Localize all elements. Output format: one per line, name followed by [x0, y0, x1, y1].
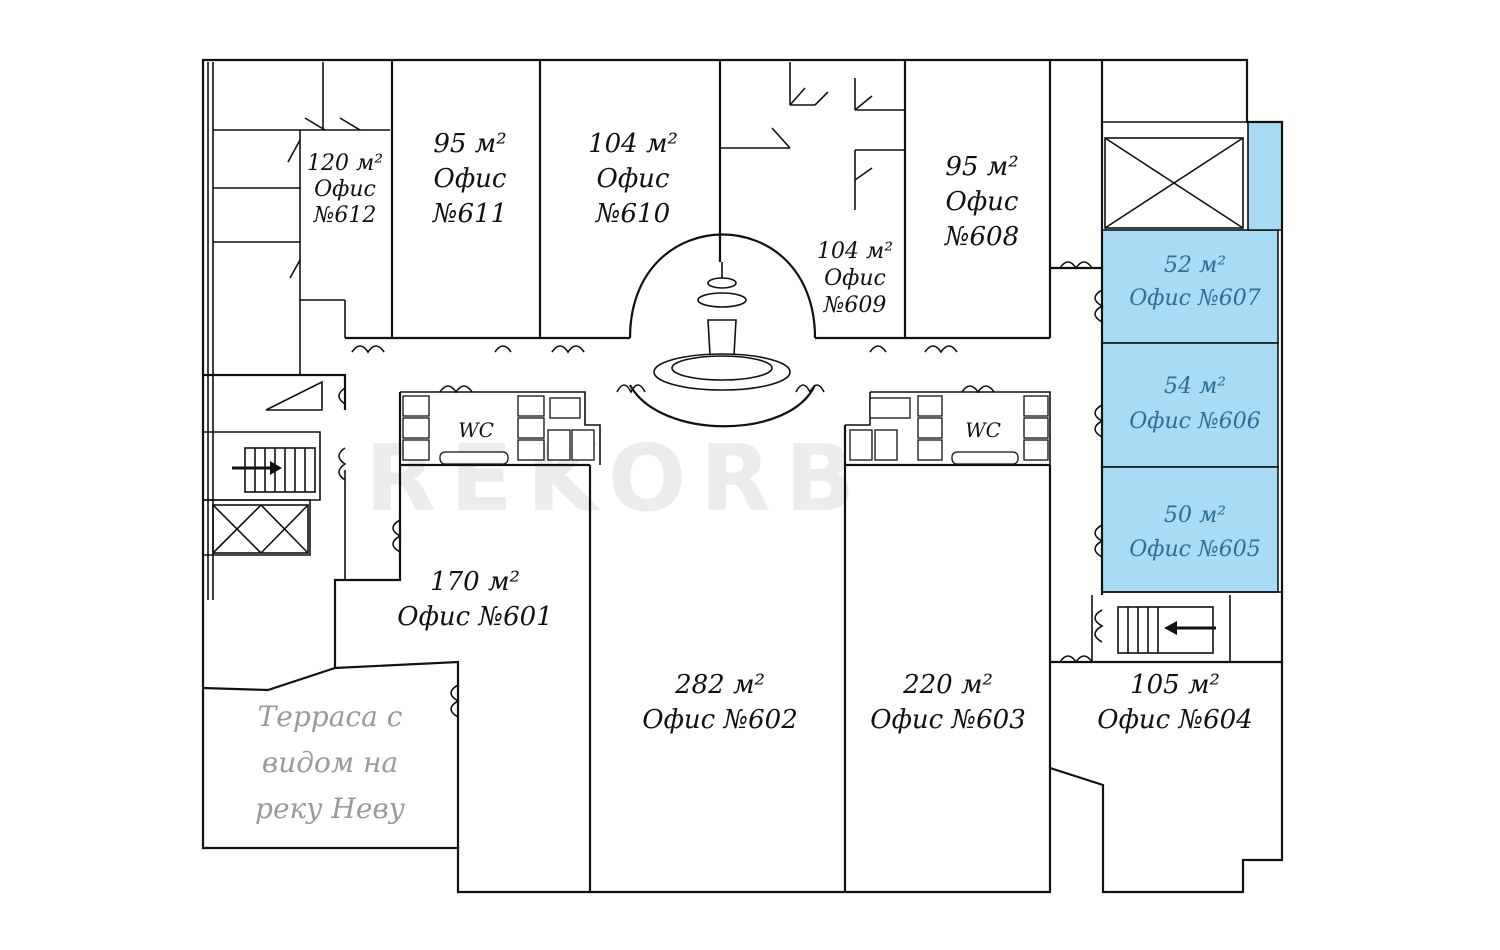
svg-text:№611: №611 — [432, 199, 507, 229]
svg-text:95 м²: 95 м² — [945, 152, 1018, 182]
svg-text:Офис №602: Офис №602 — [642, 705, 797, 735]
stairs-left-icon — [232, 380, 323, 493]
svg-text:52 м²: 52 м² — [1164, 253, 1226, 278]
office-607-area[interactable] — [1101, 229, 1279, 344]
office-612-label[interactable]: 120 м² Офис №612 — [307, 151, 383, 228]
svg-text:Офис №603: Офис №603 — [870, 705, 1025, 735]
svg-text:Офис №605: Офис №605 — [1129, 537, 1261, 562]
svg-text:Офис №607: Офис №607 — [1129, 286, 1261, 311]
svg-text:120 м²: 120 м² — [307, 151, 383, 176]
office-608-label[interactable]: 95 м² Офис №608 — [944, 152, 1019, 252]
office-607-label[interactable]: 52 м² Офис №607 — [1129, 253, 1261, 311]
office-607-extension — [1247, 121, 1283, 231]
svg-text:№609: №609 — [823, 293, 887, 318]
svg-text:104 м²: 104 м² — [817, 239, 893, 264]
svg-text:104 м²: 104 м² — [588, 129, 678, 159]
svg-text:170 м²: 170 м² — [430, 567, 520, 597]
door-icons — [287, 87, 1104, 718]
office-606-label[interactable]: 54 м² Офис №606 — [1129, 374, 1261, 434]
office-603-label[interactable]: 220 м² Офис №603 — [870, 670, 1025, 735]
svg-text:Офис №606: Офис №606 — [1129, 409, 1261, 434]
svg-text:54 м²: 54 м² — [1164, 374, 1226, 399]
svg-text:№612: №612 — [313, 203, 377, 228]
wc-right-fixtures-icon — [849, 395, 1049, 465]
watermark: REKORB — [365, 425, 869, 532]
terrace-label: Терраса с видом на реку Неву — [255, 700, 406, 825]
office-609-label[interactable]: 104 м² Офис №609 — [817, 239, 893, 318]
svg-text:Офис №601: Офис №601 — [397, 602, 552, 632]
walls — [201, 58, 1284, 894]
office-605-label[interactable]: 50 м² Офис №605 — [1129, 503, 1261, 562]
office-604-label[interactable]: 105 м² Офис №604 — [1097, 670, 1252, 735]
lift-shafts-left-icon — [212, 504, 309, 554]
svg-text:Офис №604: Офис №604 — [1097, 705, 1252, 735]
svg-text:Офис: Офис — [314, 177, 376, 202]
fountain-rotunda — [628, 233, 817, 428]
office-601-label[interactable]: 170 м² Офис №601 — [397, 567, 552, 632]
wc-left-label: WC — [458, 418, 494, 442]
office-606-area[interactable] — [1101, 342, 1279, 468]
svg-text:105 м²: 105 м² — [1130, 670, 1220, 700]
stairs-right-icon — [1117, 606, 1216, 654]
svg-text:видом на: видом на — [262, 746, 398, 779]
svg-text:50 м²: 50 м² — [1164, 503, 1226, 528]
wc-left-fixtures-icon — [402, 395, 595, 465]
svg-text:282 м²: 282 м² — [674, 670, 765, 700]
office-611-label[interactable]: 95 м² Офис №611 — [432, 129, 507, 229]
svg-text:реку Неву: реку Неву — [255, 792, 406, 825]
lift-shaft-icon — [1104, 137, 1244, 229]
svg-text:№608: №608 — [944, 222, 1019, 252]
svg-text:Терраса с: Терраса с — [258, 700, 403, 733]
svg-text:Офис: Офис — [946, 187, 1019, 217]
svg-text:95 м²: 95 м² — [433, 129, 506, 159]
svg-text:Офис: Офис — [434, 164, 507, 194]
office-610-label[interactable]: 104 м² Офис №610 — [588, 129, 678, 229]
svg-text:220 м²: 220 м² — [902, 670, 993, 700]
office-602-label[interactable]: 282 м² Офис №602 — [642, 670, 797, 735]
svg-text:Офис: Офис — [824, 266, 886, 291]
wc-right-label: WC — [965, 418, 1001, 442]
svg-text:Офис: Офис — [597, 164, 670, 194]
office-605-area[interactable] — [1101, 466, 1279, 593]
svg-text:№610: №610 — [595, 199, 670, 229]
